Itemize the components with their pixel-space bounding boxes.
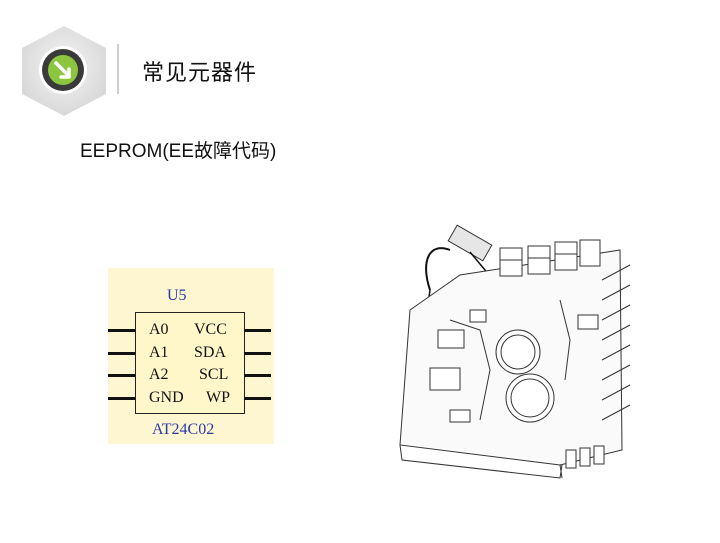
chip-body xyxy=(135,312,245,414)
chip-reference: U5 xyxy=(167,287,187,304)
section-subtitle: EEPROM(EE故障代码) xyxy=(80,141,277,162)
arrow-down-right-icon xyxy=(54,61,71,79)
logo xyxy=(14,22,114,120)
pin-line-scl xyxy=(244,374,271,377)
pin-line-vcc xyxy=(244,329,271,332)
pin-line-a2 xyxy=(108,374,135,377)
pin-label-a2: A2 xyxy=(149,366,169,383)
pin-line-sda xyxy=(244,352,271,355)
pin-line-a1 xyxy=(108,352,135,355)
pin-label-scl: SCL xyxy=(199,366,229,383)
title-divider xyxy=(117,44,119,94)
chip-part-number: AT24C02 xyxy=(152,421,215,438)
pcb-board-illustration xyxy=(390,220,640,480)
pin-line-wp xyxy=(244,397,271,400)
pin-label-sda: SDA xyxy=(194,344,227,361)
eeprom-schematic: U5 A0 A1 A2 GND VCC SDA SCL WP AT24C02 xyxy=(108,268,274,444)
pin-line-a0 xyxy=(108,329,135,332)
pin-label-a1: A1 xyxy=(149,344,169,361)
pin-label-gnd: GND xyxy=(149,389,184,406)
pin-line-gnd xyxy=(108,397,135,400)
pin-label-a0: A0 xyxy=(149,321,169,338)
hexagon-logo-icon xyxy=(22,26,106,116)
slide-title: 常见元器件 xyxy=(142,61,258,86)
pin-label-vcc: VCC xyxy=(194,321,227,338)
pin-label-wp: WP xyxy=(206,389,230,406)
